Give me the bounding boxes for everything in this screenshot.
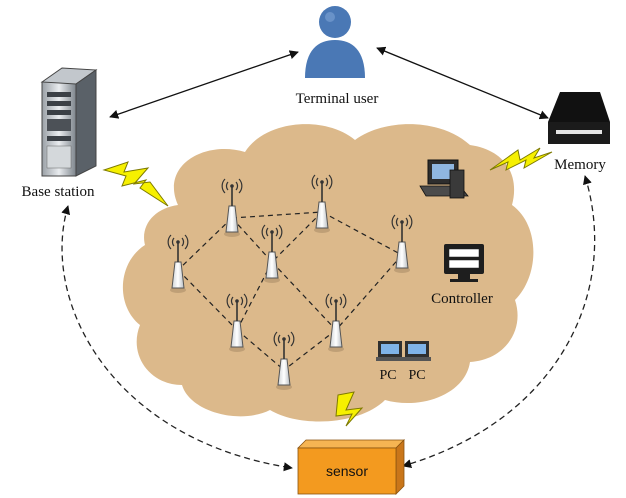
lightning-icon bbox=[489, 147, 553, 171]
server-tower-icon bbox=[40, 67, 98, 177]
pc-label: PC bbox=[379, 368, 396, 383]
workstation-icon bbox=[419, 159, 469, 199]
memory-label: Memory bbox=[554, 157, 606, 173]
dashed-sensor-links bbox=[61, 175, 596, 472]
desktop-computer-icon bbox=[376, 341, 404, 361]
sensor-label: sensor bbox=[326, 463, 368, 479]
solid-links bbox=[109, 46, 549, 120]
storage-drive-icon bbox=[548, 92, 610, 144]
user-icon bbox=[305, 6, 365, 78]
lightning-icon bbox=[335, 391, 364, 427]
base-station-label: Base station bbox=[22, 184, 95, 200]
desktop-computer-icon bbox=[403, 341, 431, 361]
monitor-icon bbox=[444, 244, 484, 282]
terminal-user-label: Terminal user bbox=[296, 91, 379, 107]
pc-label: PC bbox=[408, 368, 425, 383]
sensor-box-icon bbox=[297, 439, 405, 495]
lightning-icon bbox=[102, 161, 169, 207]
controller-label: Controller bbox=[431, 291, 493, 307]
